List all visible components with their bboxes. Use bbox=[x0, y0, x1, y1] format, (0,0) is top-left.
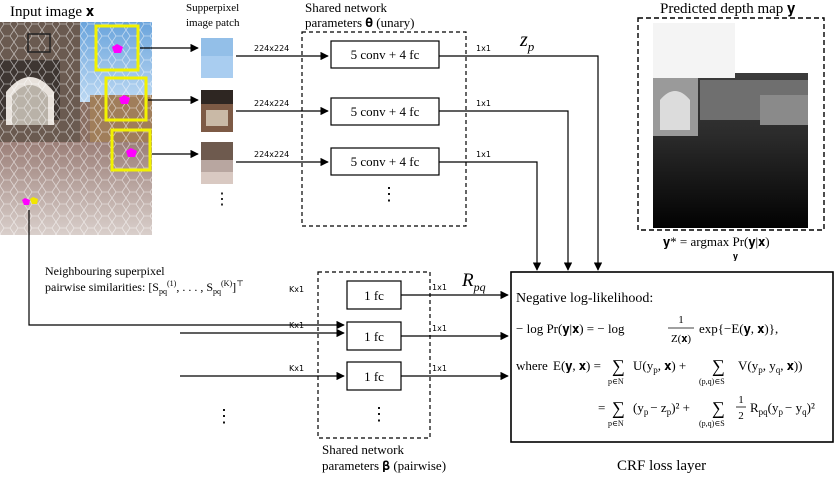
arrow-pair-input bbox=[28, 210, 345, 330]
arrow-unary-crf-3 bbox=[439, 161, 542, 271]
r-pq-label: Rpq bbox=[461, 270, 486, 294]
svg-text:Rpq(yp− yq)²: Rpq(yp− yq)² bbox=[750, 400, 815, 417]
svg-text:E(𝐲, 𝐱) =: E(𝐲, 𝐱) = bbox=[553, 358, 601, 373]
dim-patch-3: 224x224 bbox=[254, 150, 289, 159]
pair-dot-magenta bbox=[22, 198, 30, 205]
pair-dot-yellow bbox=[30, 197, 38, 204]
superpixel-dot-1 bbox=[112, 44, 123, 53]
pairwise-fc-text-1: 1 fc bbox=[364, 288, 384, 303]
superpixel-dot-3 bbox=[126, 148, 137, 157]
svg-text:2: 2 bbox=[738, 410, 744, 422]
pair-input-ellipsis: ⋮ bbox=[215, 406, 233, 426]
input-image-label: Input image 𝐱 bbox=[10, 4, 95, 20]
z-p-label: zp bbox=[519, 29, 535, 54]
pairwise-label-line2: parameters 𝛃 (pairwise) bbox=[322, 458, 446, 473]
patch-label-line2: image patch bbox=[186, 17, 240, 29]
unary-shared-group bbox=[301, 31, 467, 227]
dim-unary-out-2: 1x1 bbox=[476, 99, 491, 108]
crf-equation-1: − log Pr(𝐲|𝐱) = − log 1 Z(𝐱) exp{−E(𝐲, 𝐱… bbox=[516, 314, 778, 345]
dim-patch-2: 224x224 bbox=[254, 99, 289, 108]
depth-map-image bbox=[653, 23, 808, 228]
pairwise-ellipsis: ⋮ bbox=[370, 404, 388, 424]
patch-label-line1: Supperpixel bbox=[186, 2, 239, 14]
svg-text:(yp− zp)² +: (yp− zp)² + bbox=[633, 400, 690, 417]
highlight-box-3 bbox=[110, 128, 152, 172]
unary-label-line1: Shared network bbox=[305, 0, 387, 15]
patch-ellipsis: ⋮ bbox=[214, 191, 230, 208]
depth-map-frame bbox=[637, 17, 825, 231]
unary-conv-text-2: 5 conv + 4 fc bbox=[351, 104, 420, 119]
unary-ellipsis: ⋮ bbox=[380, 184, 398, 204]
pairwise-fc-box-3 bbox=[346, 361, 402, 391]
svg-text:− log Pr(𝐲|𝐱) = − log: − log Pr(𝐲|𝐱) = − log bbox=[516, 321, 625, 336]
unary-conv-box-1 bbox=[330, 40, 440, 69]
svg-text:∑: ∑ bbox=[712, 398, 725, 418]
svg-text:exp{−E(𝐲, 𝐱)},: exp{−E(𝐲, 𝐱)}, bbox=[699, 321, 778, 336]
arrow-unary-crf-1 bbox=[439, 55, 603, 271]
dim-unary-out-3: 1x1 bbox=[476, 150, 491, 159]
svg-text:Z(𝐱): Z(𝐱) bbox=[671, 333, 691, 345]
svg-text:V(yp, yq, 𝐱)): V(yp, yq, 𝐱)) bbox=[738, 358, 803, 375]
pairwise-shared-group bbox=[317, 271, 431, 439]
svg-text:(p,q)∈S: (p,q)∈S bbox=[699, 377, 725, 386]
argmax-formula: 𝐲* = argmax Pr(𝐲|𝐱) bbox=[663, 234, 770, 249]
dim-patch-1: 224x224 bbox=[254, 44, 289, 53]
pairwise-fc-box-2 bbox=[346, 321, 402, 351]
pairwise-fc-text-3: 1 fc bbox=[364, 369, 384, 384]
svg-text:∑: ∑ bbox=[712, 356, 725, 376]
svg-text:p∈N: p∈N bbox=[608, 419, 624, 428]
arrow-unary-crf-2 bbox=[439, 110, 573, 271]
svg-text:∑: ∑ bbox=[612, 398, 625, 418]
unary-conv-box-2 bbox=[330, 97, 440, 126]
patch-2 bbox=[201, 90, 233, 132]
dim-pair-in-3: Kx1 bbox=[289, 364, 304, 373]
neighbour-label-line1: Neighbouring superpixel bbox=[45, 264, 165, 278]
dim-unary-out-1: 1x1 bbox=[476, 44, 491, 53]
highlight-box-1 bbox=[94, 24, 140, 72]
crf-loss-box bbox=[510, 271, 834, 443]
superpixel-dot-2 bbox=[119, 95, 130, 104]
highlight-box-2 bbox=[104, 76, 148, 122]
input-image bbox=[0, 22, 152, 235]
dim-pair-in-1: Kx1 bbox=[289, 285, 304, 294]
patch-1 bbox=[201, 38, 233, 78]
unary-conv-box-3 bbox=[330, 147, 440, 176]
crf-equation-3: = ∑ p∈N (yp− zp)² + ∑ (p,q)∈S 1 2 Rpq(yp… bbox=[598, 394, 815, 428]
svg-text:(p,q)∈S: (p,q)∈S bbox=[699, 419, 725, 428]
svg-text:U(yp, 𝐱) +: U(yp, 𝐱) + bbox=[633, 358, 686, 375]
pairwise-fc-text-2: 1 fc bbox=[364, 329, 384, 344]
crf-title: Negative log-likelihood: bbox=[516, 291, 653, 306]
svg-text:∑: ∑ bbox=[612, 356, 625, 376]
pairwise-label-line1: Shared network bbox=[322, 442, 404, 457]
dim-pair-out-2: 1x1 bbox=[432, 324, 447, 333]
crf-equation-2: where E(𝐲, 𝐱) = ∑ p∈N U(yp, 𝐱) + ∑ (p,q)… bbox=[516, 356, 803, 386]
depth-map-label: Predicted depth map 𝐲 bbox=[660, 1, 796, 17]
patch-3 bbox=[201, 142, 233, 184]
neighbour-label-line2: pairwise similarities: [Spq(1), . . . , … bbox=[45, 279, 244, 296]
unary-conv-text-1: 5 conv + 4 fc bbox=[351, 47, 420, 62]
svg-text:1: 1 bbox=[678, 314, 684, 326]
argmax-sub: 𝐲 bbox=[733, 251, 738, 261]
dim-pair-out-3: 1x1 bbox=[432, 364, 447, 373]
svg-text:=: = bbox=[598, 400, 605, 415]
dim-pair-out-1: 1x1 bbox=[432, 283, 447, 292]
svg-text:where: where bbox=[516, 358, 548, 373]
dim-pair-in-2: Kx1 bbox=[289, 321, 304, 330]
unary-conv-text-3: 5 conv + 4 fc bbox=[351, 154, 420, 169]
crf-loss-label: CRF loss layer bbox=[617, 458, 706, 474]
unary-label-line2: parameters 𝛉 (unary) bbox=[305, 15, 415, 30]
svg-text:p∈N: p∈N bbox=[608, 377, 624, 386]
svg-text:1: 1 bbox=[738, 394, 744, 406]
